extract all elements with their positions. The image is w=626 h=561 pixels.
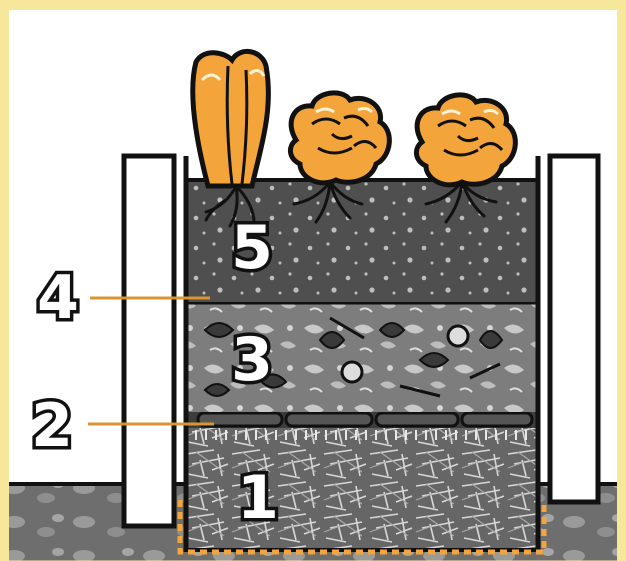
layer-3-label: 3 xyxy=(231,325,273,395)
layer-5-label: 5 xyxy=(231,213,273,283)
layer-1-label: 1 xyxy=(237,463,279,533)
right-board xyxy=(550,156,598,502)
rose-flower-icon xyxy=(416,95,515,185)
lettuce-icon xyxy=(193,51,269,186)
layer-2-label: 2 xyxy=(31,391,73,461)
layer-4-label: 4 xyxy=(37,263,79,333)
rose-flower-icon xyxy=(290,93,389,183)
left-board xyxy=(124,156,174,526)
layer-2-sod xyxy=(188,412,536,428)
